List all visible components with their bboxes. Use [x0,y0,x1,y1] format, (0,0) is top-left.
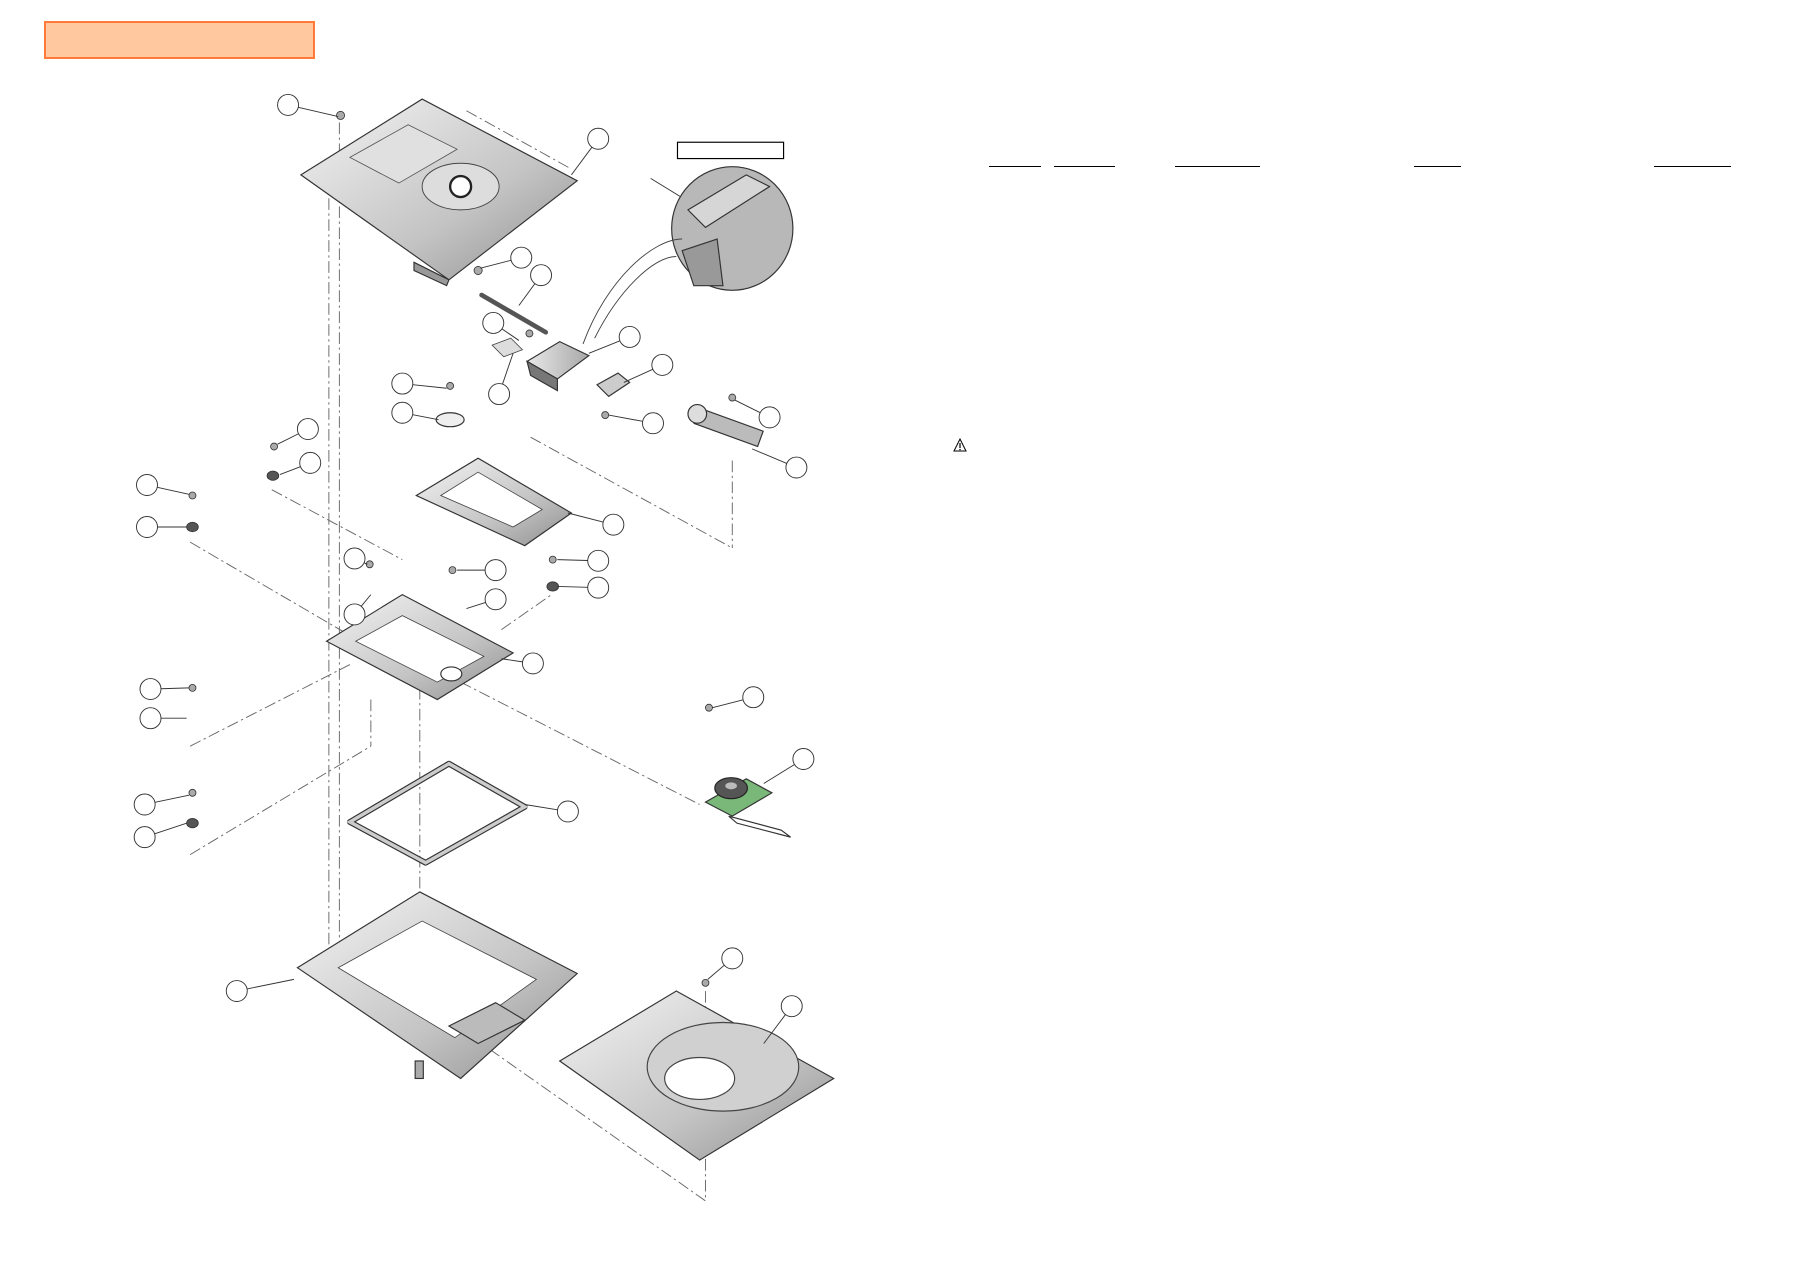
callout-leader [571,146,593,176]
callout-circle [742,686,765,709]
callout-leader [518,283,536,306]
callout-circle [556,800,579,823]
callout-leader [363,562,368,565]
callout-leader [412,414,439,421]
callout-circle [792,748,815,770]
chassis-bracket [346,760,529,866]
sled-motor [687,403,764,448]
top-cover [299,98,579,287]
callout-leader [524,804,558,811]
callout-leader [763,1014,786,1044]
callout-circle [758,406,781,429]
callout-circle [510,246,533,269]
sub-chassis [325,593,515,701]
callout-leader [557,585,588,588]
callout-circle [642,412,664,435]
callout-leader [412,384,447,389]
callout-leader [734,399,761,414]
section-title-box [44,21,315,59]
callout-leader [763,764,795,784]
callout-circle [391,372,414,395]
callout-leader [588,340,621,354]
traverse-frame [415,457,573,547]
spindle-motor-pcb [704,777,791,838]
callout-leader [277,433,299,445]
table-header-part-no [1054,166,1115,167]
callout-circle [602,513,625,536]
callout-leader [160,687,189,690]
optical-pickup [491,337,590,392]
callout-circle [484,559,507,582]
callout-circle [343,547,366,570]
callout-circle [136,516,158,538]
table-header-ref-no-2 [1414,166,1461,167]
callout-leader [360,594,372,607]
callout-leader [567,512,604,523]
table-header-ref-no [989,166,1041,167]
callout-leader [154,794,190,803]
callout-leader [557,559,588,561]
callout-leader [480,259,512,269]
main-chassis [296,891,579,1080]
callout-leader [501,328,520,341]
callout-leader [154,822,187,835]
callout-circle [225,980,248,1002]
disc-tray [558,990,835,1161]
callout-circle [296,418,319,441]
callout-circle [721,947,744,970]
callout-leader [608,414,643,422]
callout-leader [246,978,294,990]
callout-circle [587,127,610,150]
callout-leader [623,368,653,383]
detail-magnifier [582,141,794,345]
callout-leader [466,602,486,610]
callout-leader [712,699,744,709]
table-header-part-no-2 [1654,166,1731,167]
callout-circle [391,401,414,424]
callout-circle [139,707,162,730]
warning-triangle-icon [953,438,967,452]
callout-leader [279,466,301,475]
callout-circle [530,264,553,287]
callout-circle [618,325,641,348]
callout-circle [482,311,505,334]
callout-circle [133,793,156,816]
bracket [596,372,631,398]
callout-leader [751,448,787,464]
callout-leader [502,353,514,385]
table-header-description [1175,166,1260,167]
callout-circle [484,588,507,611]
callout-circle [299,451,322,474]
callout-circle [343,603,366,626]
callout-circle [651,353,674,376]
callout-circle [780,995,803,1018]
callout-circle [488,383,511,406]
screws [186,110,737,987]
callout-circle [587,549,610,572]
callout-circles [133,93,815,1044]
callout-circle [277,93,300,116]
callout-leader [157,486,190,495]
callout-leader [707,964,725,980]
callout-circle [785,456,808,479]
callout-leader [298,106,339,118]
callout-circle [136,474,158,496]
detail-label-box [676,141,785,160]
callout-circle [521,652,544,675]
callout-circle [139,678,162,701]
callout-circle [133,826,156,849]
callout-leader [501,658,523,663]
callout-circle [587,576,610,599]
